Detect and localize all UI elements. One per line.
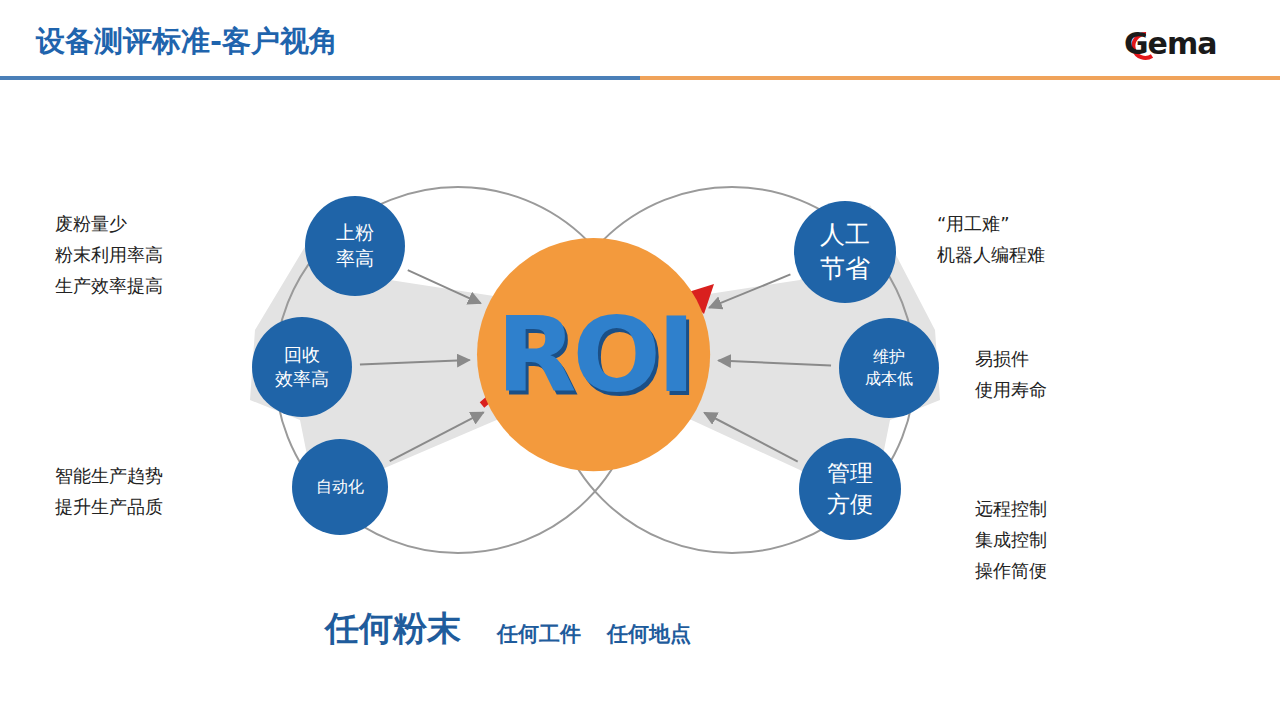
benefit-circle: 自动化 [292,439,388,535]
note-text: 粉末利用率高 [55,243,163,267]
note-text: 生产效率提高 [55,274,163,298]
circle-shape [305,196,405,296]
slide-title: 设备测评标准-客户视角 [36,22,338,62]
brand-logo: Gema [1124,26,1216,61]
note-text: 集成控制 [975,528,1047,552]
benefit-arrow [709,274,790,307]
benefit-circle: 维护 成本低 [839,318,939,418]
benefit-arrow [704,413,797,462]
benefit-arrow [408,270,481,303]
note-text: 使用寿命 [975,378,1047,402]
benefit-circle: 上粉 率高 [305,196,405,296]
circle-fill [252,317,352,417]
slogan-sub: 任何地点 [607,620,691,648]
note-text: “用工难” [937,212,1010,236]
circle-fill [839,318,939,418]
note-text: 废粉量少 [55,212,127,236]
benefit-circle: 回收 效率高 [252,317,352,417]
roi-circle: ROI [477,238,710,471]
circle-shape [839,318,939,418]
note-text: 易损件 [975,347,1029,371]
benefit-text: 自动化 [316,476,364,498]
circle-shape [799,438,901,540]
circle-fill [477,238,710,471]
benefit-text: 上粉 率高 [336,220,374,271]
note-text: 智能生产趋势 [55,464,163,488]
circle-fill [799,438,901,540]
benefit-text: 回收 效率高 [275,343,329,392]
benefit-arrow [360,360,470,365]
circle-fill [794,201,896,303]
benefit-arrow [390,412,484,461]
circle-shape [252,317,352,417]
benefit-circle: 管理 方便 [799,438,901,540]
benefit-text: 管理 方便 [827,458,873,520]
benefit-circle: 人工 节省 [794,201,896,303]
benefit-arrow [718,360,831,365]
slogan-sub: 任何工件 [497,620,581,648]
roi-text: ROI [496,303,691,407]
slogan-main: 任何粉末 [325,606,461,652]
note-text: 机器人编程难 [937,243,1045,267]
circle-fill [292,439,388,535]
header-rule-orange [640,76,1280,80]
note-text: 提升生产品质 [55,495,163,519]
circle-fill [305,196,405,296]
circle-shape [794,201,896,303]
note-text: 远程控制 [975,497,1047,521]
note-text: 操作简便 [975,559,1047,583]
header-rule-blue [0,76,640,80]
benefit-text: 维护 成本低 [865,346,913,389]
benefit-text: 人工 节省 [820,218,870,286]
